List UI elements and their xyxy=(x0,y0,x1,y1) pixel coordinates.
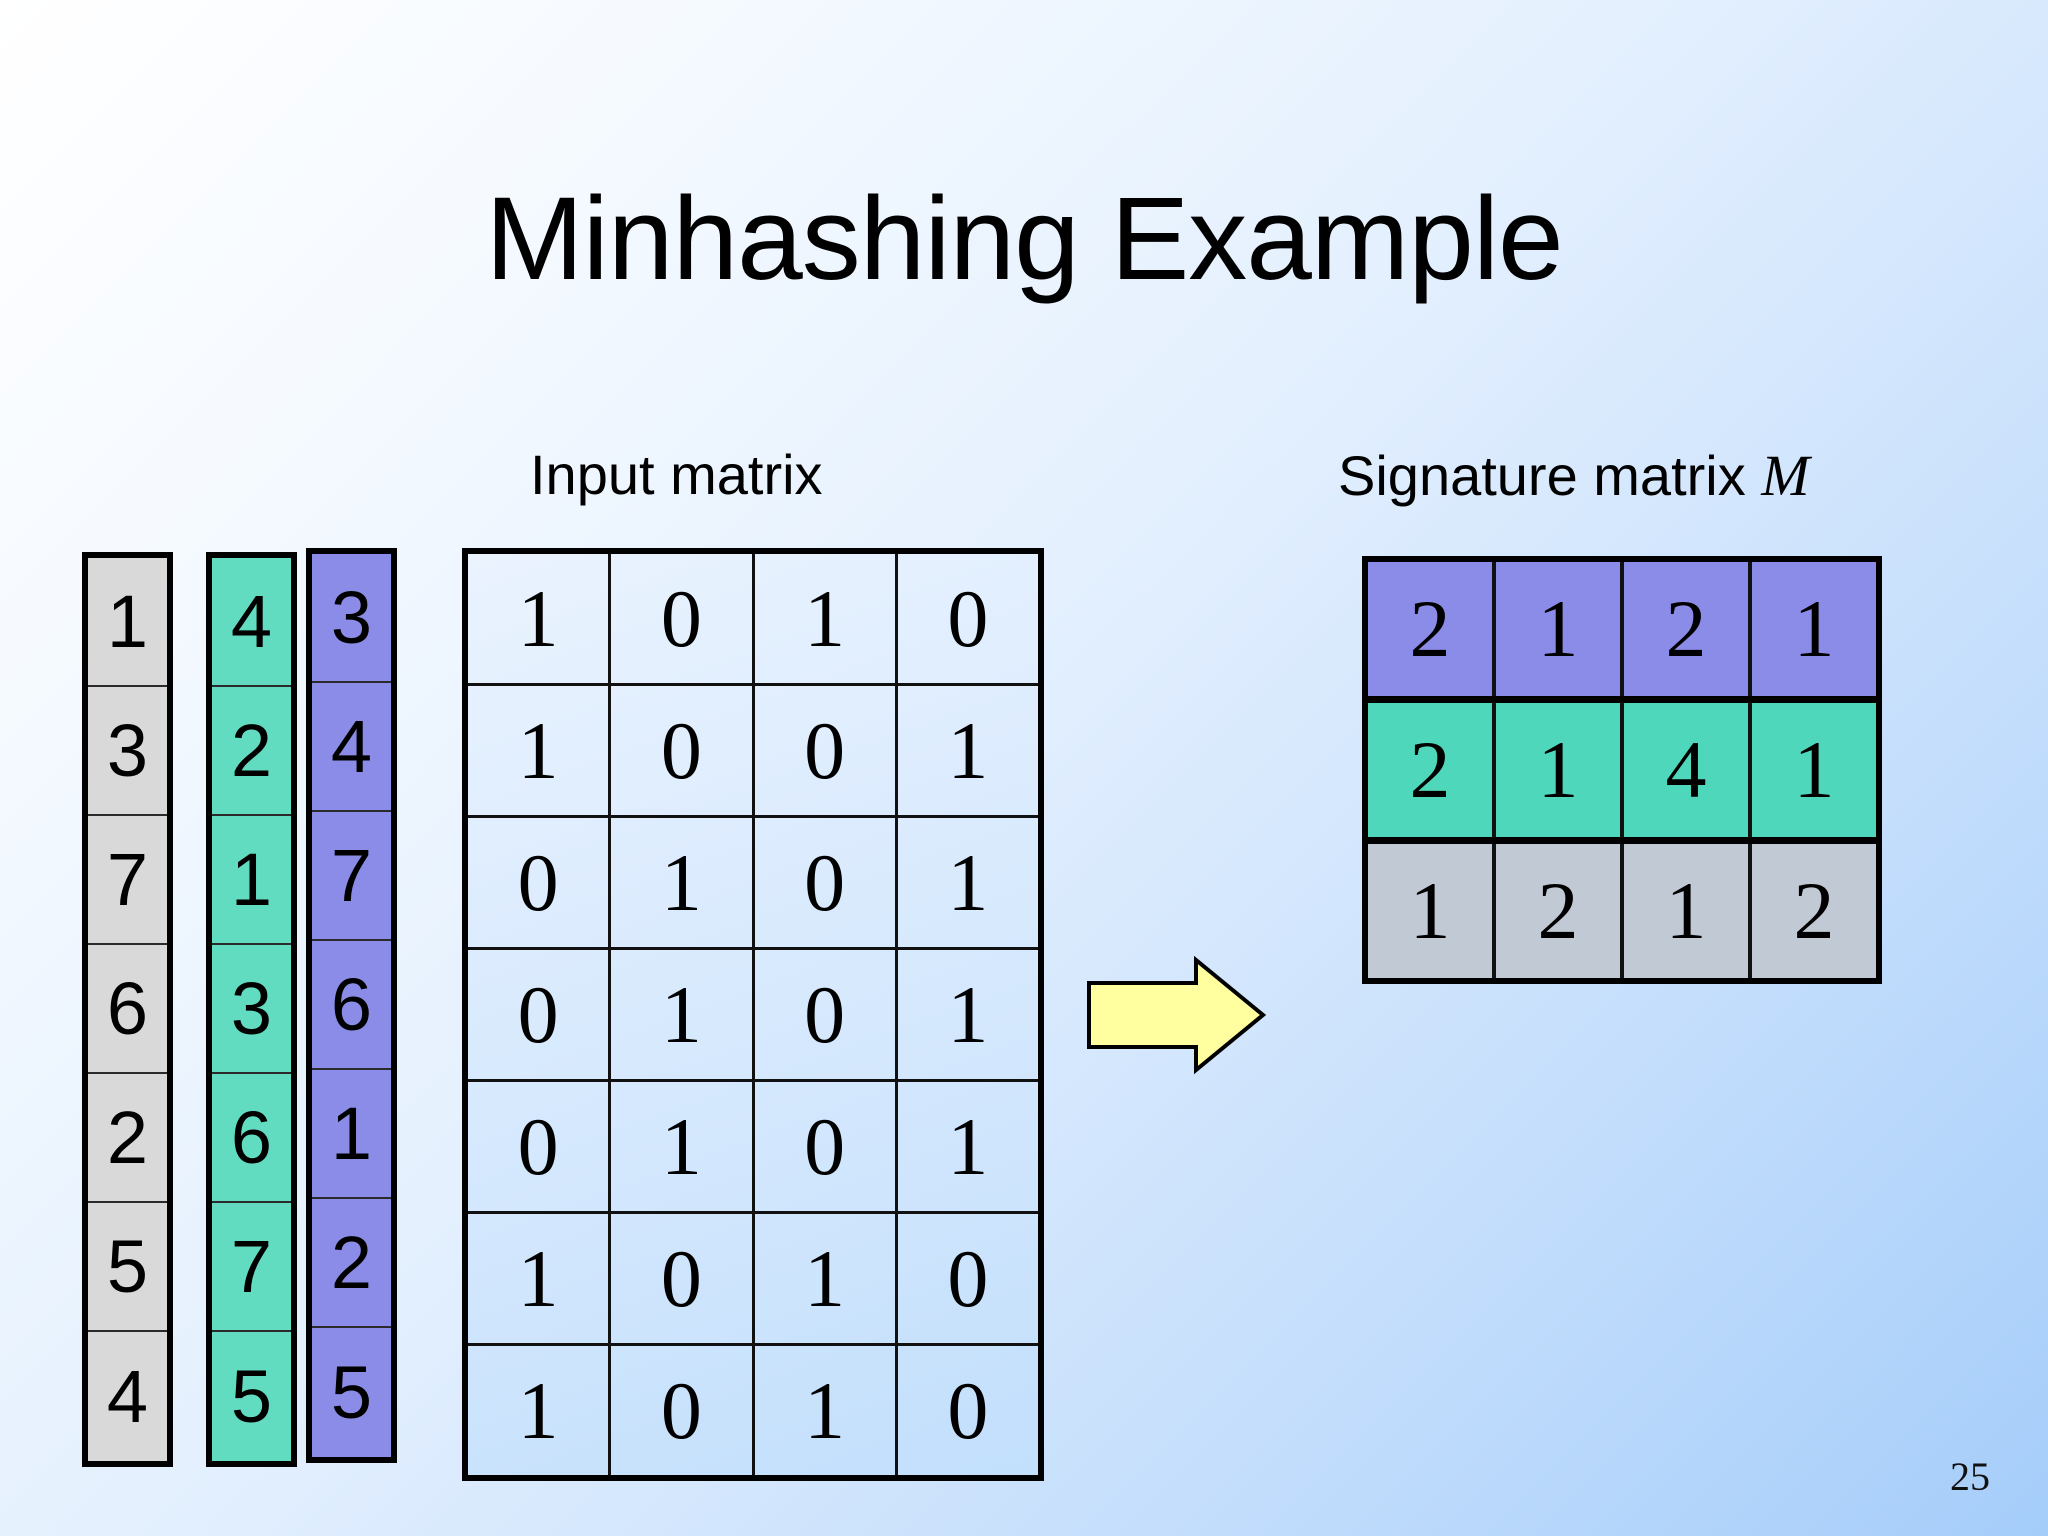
input-matrix-cell: 0 xyxy=(468,818,612,947)
input-matrix-cell: 0 xyxy=(947,1364,989,1456)
input-matrix-row: 1 0 1 0 xyxy=(468,1346,1038,1475)
input-matrix: 1 0 1 0 1 0 0 1 0 1 0 1 0 1 0 1 0 1 0 1 xyxy=(462,548,1044,1481)
permutation-cell: 4 xyxy=(212,558,291,687)
signature-matrix-row: 1 2 1 2 xyxy=(1368,844,1876,978)
input-matrix-cell: 1 xyxy=(755,1214,898,1343)
permutation-cell: 5 xyxy=(212,1332,291,1461)
permutation-cell: 6 xyxy=(88,945,167,1074)
page-title: Minhashing Example xyxy=(485,173,1563,305)
signature-matrix-cell: 1 xyxy=(1752,703,1876,837)
input-matrix-caption-text: Input matrix xyxy=(530,443,823,506)
signature-matrix-cell: 1 xyxy=(1496,703,1624,837)
input-matrix-cell: 0 xyxy=(468,1082,612,1211)
input-matrix-cell: 0 xyxy=(755,1082,898,1211)
signature-matrix-caption-text: Signature matrix xyxy=(1338,444,1762,507)
signature-matrix-cell: 2 xyxy=(1368,562,1496,696)
input-matrix-cell: 1 xyxy=(947,836,989,928)
input-matrix-cell: 0 xyxy=(611,686,755,815)
input-matrix-cell: 1 xyxy=(468,554,612,683)
signature-matrix-cell: 1 xyxy=(1624,844,1752,978)
permutation-cell: 7 xyxy=(88,816,167,945)
input-matrix-cell: 1 xyxy=(611,950,755,1079)
input-matrix-cell: 1 xyxy=(611,1082,755,1211)
input-matrix-cell: 1 xyxy=(468,686,612,815)
input-matrix-row: 1 0 1 0 xyxy=(468,1214,1038,1346)
input-matrix-row: 0 1 0 1 xyxy=(468,1082,1038,1214)
input-matrix-cell: 0 xyxy=(755,686,898,815)
input-matrix-cell: 0 xyxy=(611,1214,755,1343)
signature-matrix-row: 2 1 4 1 xyxy=(1368,703,1876,844)
signature-matrix-cell: 2 xyxy=(1624,562,1752,696)
input-matrix-cell: 1 xyxy=(755,554,898,683)
signature-matrix-cell: 2 xyxy=(1752,844,1876,978)
signature-matrix-cell: 2 xyxy=(1496,844,1624,978)
permutation-cell: 2 xyxy=(312,1199,391,1328)
permutation-cell: 6 xyxy=(212,1074,291,1203)
input-matrix-row: 1 0 0 1 xyxy=(468,686,1038,818)
input-matrix-cell: 0 xyxy=(947,572,989,664)
input-matrix-cell: 1 xyxy=(468,1214,612,1343)
signature-matrix-cell: 2 xyxy=(1368,703,1496,837)
input-matrix-cell: 0 xyxy=(755,950,898,1079)
input-matrix-cell: 0 xyxy=(755,818,898,947)
input-matrix-cell: 0 xyxy=(468,950,612,1079)
input-matrix-cell: 1 xyxy=(755,1346,898,1475)
permutation-cell: 3 xyxy=(88,687,167,816)
signature-matrix-cell: 1 xyxy=(1752,562,1876,696)
signature-matrix-caption: Signature matrix M xyxy=(1338,442,1810,509)
permutation-cell: 3 xyxy=(312,554,391,683)
input-matrix-row: 1 0 1 0 xyxy=(468,554,1038,686)
input-matrix-cell: 1 xyxy=(468,1346,612,1475)
signature-matrix: 2 1 2 1 2 1 4 1 1 2 1 2 xyxy=(1362,556,1882,984)
permutation-cell: 2 xyxy=(212,687,291,816)
signature-matrix-cell: 1 xyxy=(1368,844,1496,978)
page-number: 25 xyxy=(1950,1454,1990,1499)
input-matrix-cell: 0 xyxy=(611,1346,755,1475)
input-matrix-cell: 1 xyxy=(947,1100,989,1192)
input-matrix-cell: 1 xyxy=(611,818,755,947)
permutation-cell: 1 xyxy=(88,558,167,687)
input-matrix-cell: 0 xyxy=(611,554,755,683)
input-matrix-cell: 1 xyxy=(947,968,989,1060)
input-matrix-cell: 1 xyxy=(947,704,989,796)
input-matrix-cell: 0 xyxy=(947,1232,989,1324)
permutation-cell: 6 xyxy=(312,941,391,1070)
permutation-cell: 3 xyxy=(212,945,291,1074)
signature-matrix-cell: 4 xyxy=(1624,703,1752,837)
input-matrix-row: 0 1 0 1 xyxy=(468,818,1038,950)
permutation-cell: 4 xyxy=(88,1332,167,1461)
permutation-cell: 5 xyxy=(312,1328,391,1457)
signature-matrix-row: 2 1 2 1 xyxy=(1368,562,1876,703)
permutation-cell: 1 xyxy=(212,816,291,945)
permutation-column-purple: 3 4 7 6 1 2 5 xyxy=(306,548,397,1463)
signature-matrix-variable: M xyxy=(1761,443,1810,508)
permutation-cell: 5 xyxy=(88,1203,167,1332)
permutation-cell: 4 xyxy=(312,683,391,812)
permutation-cell: 7 xyxy=(312,812,391,941)
input-matrix-row: 0 1 0 1 xyxy=(468,950,1038,1082)
permutation-cell: 2 xyxy=(88,1074,167,1203)
signature-matrix-cell: 1 xyxy=(1496,562,1624,696)
permutation-cell: 7 xyxy=(212,1203,291,1332)
right-arrow-icon xyxy=(1087,955,1266,1075)
permutation-column-teal: 4 2 1 3 6 7 5 xyxy=(206,552,297,1467)
permutation-column-gray: 1 3 7 6 2 5 4 xyxy=(82,552,173,1467)
input-matrix-caption: Input matrix xyxy=(530,442,823,507)
permutation-cell: 1 xyxy=(312,1070,391,1199)
